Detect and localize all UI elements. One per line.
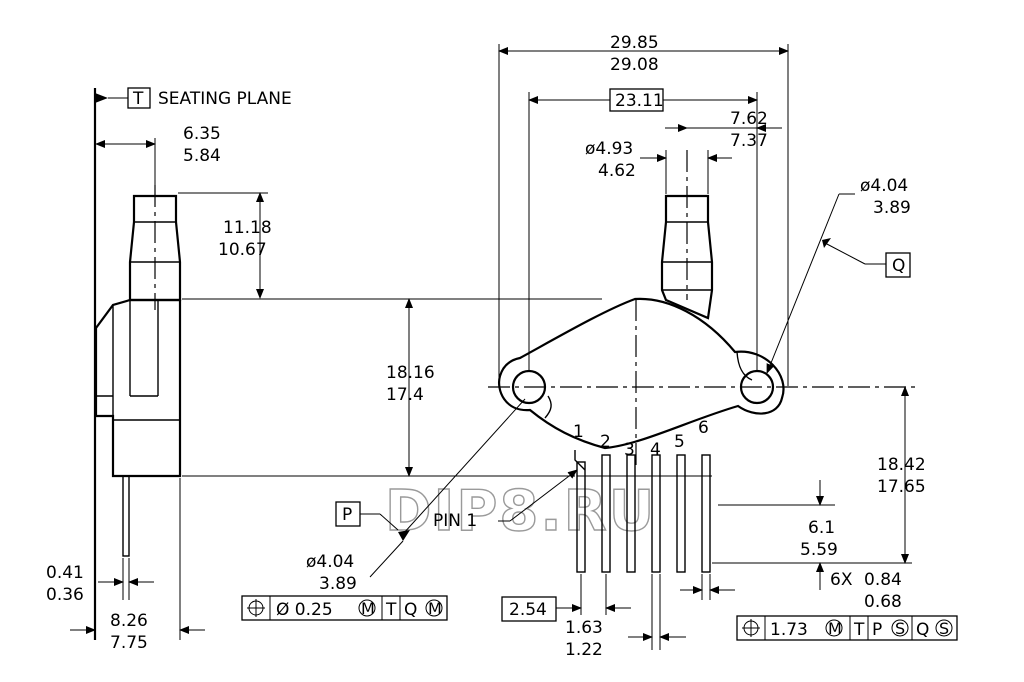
datum-q-box [885, 252, 911, 278]
lead-thickness-min: 0.36 [46, 585, 84, 605]
seating-plane-label: SEATING PLANE [158, 89, 292, 109]
lead-thickness-max: 0.41 [46, 563, 84, 583]
fcf-left-datum-q: Q [404, 600, 417, 620]
overall-width-max: 29.85 [610, 33, 659, 53]
fcf-left: Ø 0.25 M T Q M [241, 595, 448, 621]
pin-5-number: 5 [674, 432, 685, 452]
port-height-max: 11.18 [223, 218, 272, 238]
watermark: DIP8.RU [385, 479, 656, 544]
fcf-right-datum-t: T [853, 620, 865, 640]
front-view [488, 150, 915, 573]
fcf-left-mod2: M [428, 599, 442, 618]
port-height-min: 10.67 [218, 240, 267, 260]
datum-t-box [127, 87, 151, 109]
hole-spacing: 23.11 [615, 91, 664, 111]
port-offset-max: 7.62 [730, 109, 768, 129]
fcf-right-mod3: S [939, 619, 949, 638]
hole-dia-right-min: 3.89 [873, 198, 911, 218]
port-dia-min: 4.62 [598, 161, 636, 181]
fcf-left-datum-t: T [385, 600, 397, 620]
hole-spacing-box [609, 88, 664, 112]
port-dia-max: ø4.93 [585, 139, 633, 159]
side-width-max: 6.35 [183, 124, 221, 144]
fcf-right: 1.73 M T P S Q S [736, 615, 958, 641]
pin-6-number: 6 [698, 418, 709, 438]
lead-length-min: 5.59 [800, 540, 838, 560]
pin-2-number: 2 [600, 432, 611, 452]
side-width-min: 5.84 [183, 146, 221, 166]
lead-width-min: 0.68 [864, 592, 902, 612]
hole-to-tip-max: 18.42 [877, 455, 926, 475]
pin-4-number: 4 [650, 440, 661, 460]
fcf-right-tolerance: 1.73 [770, 620, 808, 640]
body-height-max: 18.16 [386, 363, 435, 383]
body-height-min: 17.4 [386, 385, 424, 405]
lead-width-max: 0.84 [864, 570, 902, 590]
pin1-label: PIN 1 [433, 511, 477, 531]
hole-dia-left-min: 3.89 [319, 574, 357, 594]
pin-pitch-box [501, 596, 557, 622]
lead-width-prefix: 6X [830, 570, 853, 590]
pin-offset-min: 1.22 [565, 640, 603, 660]
pin-3-number: 3 [624, 440, 635, 460]
depth-max: 8.26 [110, 611, 148, 631]
hole-dia-right-max: ø4.04 [860, 176, 908, 196]
datum-t: T [132, 89, 144, 109]
hole-dia-left-max: ø4.04 [306, 552, 354, 572]
fcf-left-tolerance: Ø 0.25 [276, 600, 333, 620]
datum-p-box [335, 501, 361, 527]
hole-to-tip-min: 17.65 [877, 477, 926, 497]
datum-q: Q [892, 256, 905, 276]
pin-1-number: 1 [573, 422, 584, 442]
lead-length-max: 6.1 [808, 518, 835, 538]
port-offset-min: 7.37 [730, 131, 768, 151]
fcf-right-datum-p: P [872, 620, 882, 640]
fcf-right-datum-q: Q [916, 620, 929, 640]
pin-pitch: 2.54 [509, 600, 547, 620]
fcf-right-mod1: M [828, 619, 842, 638]
depth-min: 7.75 [110, 633, 148, 653]
fcf-right-mod2: S [895, 619, 905, 638]
pin-offset-max: 1.63 [565, 618, 603, 638]
datum-p: P [342, 505, 352, 525]
side-view: T SEATING PLANE [93, 87, 292, 640]
fcf-left-mod1: M [361, 599, 375, 618]
overall-width-min: 29.08 [610, 55, 659, 75]
